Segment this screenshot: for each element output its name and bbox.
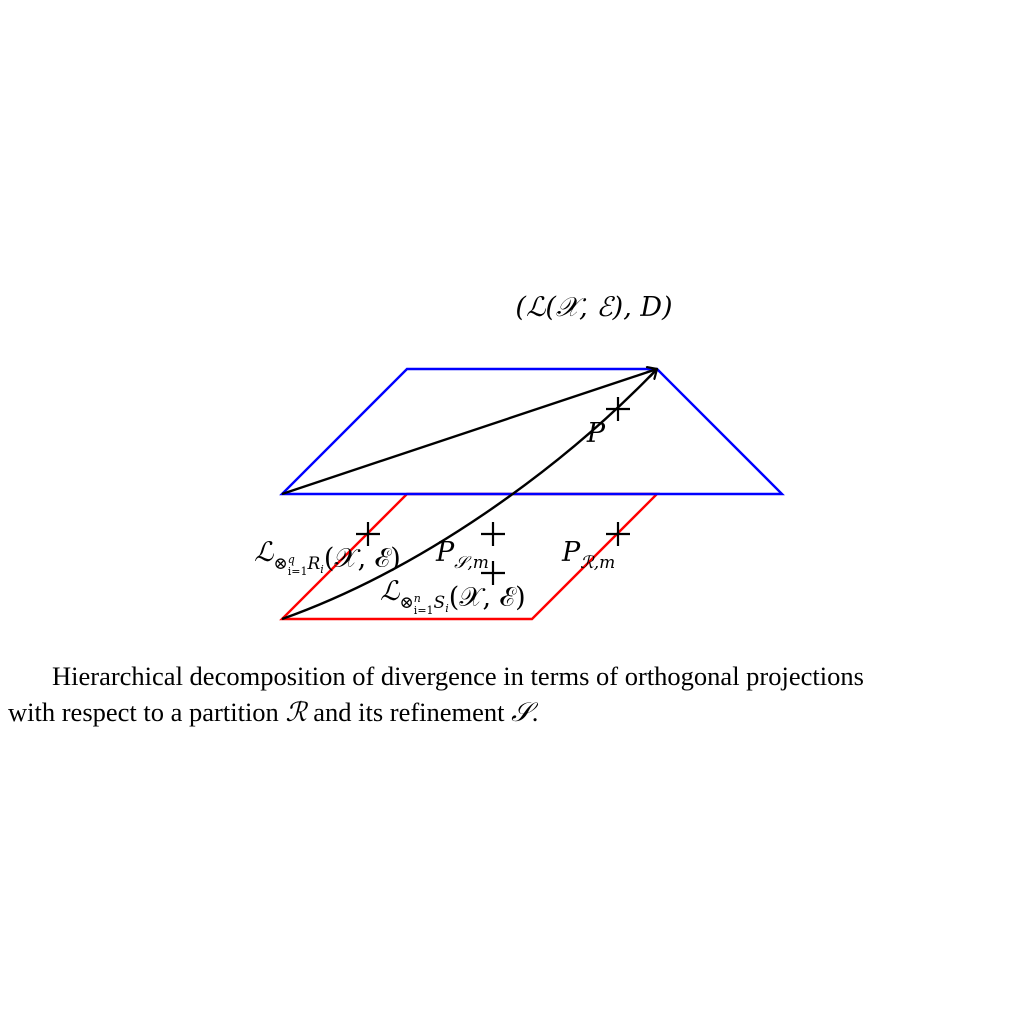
caption-line-2-b: and its refinement bbox=[306, 697, 512, 727]
P-label: P bbox=[586, 418, 606, 449]
L-S-sup: n bbox=[414, 592, 421, 605]
P-R-m-label: Pℛ,m bbox=[561, 537, 615, 573]
P-S-m-base: P bbox=[435, 537, 455, 568]
L-S-S: S bbox=[434, 593, 446, 613]
L-S-otimes: ⊗ bbox=[399, 593, 413, 613]
L-R-otimes: ⊗ bbox=[273, 554, 287, 574]
curved-arrow bbox=[281, 369, 657, 621]
L-S-base: ℒ bbox=[380, 576, 400, 607]
point-markers bbox=[356, 397, 630, 585]
plus-marker-P bbox=[606, 397, 630, 421]
plus-marker-L-R bbox=[356, 522, 380, 546]
straight-arrow bbox=[281, 369, 657, 496]
caption-refinement-S: 𝒮 bbox=[511, 697, 532, 728]
P-S-m-sub: 𝒮,m bbox=[454, 553, 489, 573]
L-S-i: i bbox=[445, 602, 449, 615]
space-label: (ℒ(𝒳, ℰ), D) bbox=[515, 292, 672, 323]
plus-marker-P-S-m bbox=[481, 522, 505, 546]
upper-plane-blue bbox=[279, 367, 785, 496]
caption-line-1-text: Hierarchical decomposition of divergence… bbox=[52, 661, 864, 691]
L-R-arg: (𝒳, ℰ) bbox=[324, 543, 401, 574]
plus-marker-L-S bbox=[481, 561, 505, 585]
caption-line-1: Hierarchical decomposition of divergence… bbox=[8, 658, 1024, 694]
caption-line-2: with respect to a partition ℛ and its re… bbox=[8, 694, 1024, 731]
L-R-base: ℒ bbox=[254, 537, 274, 568]
P-S-m-label: P𝒮,m bbox=[435, 537, 489, 573]
plus-marker-P-R-m bbox=[606, 522, 630, 546]
L-R-R: R bbox=[306, 554, 320, 574]
L-R-i: i bbox=[320, 563, 324, 576]
figure-caption: Hierarchical decomposition of divergence… bbox=[8, 658, 1024, 731]
P-R-m-base: P bbox=[561, 537, 581, 568]
P-R-m-sub: ℛ,m bbox=[580, 553, 615, 573]
L-S-arg: (𝒳, ℰ) bbox=[449, 582, 526, 613]
L-R-sup: q bbox=[288, 553, 295, 566]
caption-partition-R: ℛ bbox=[285, 697, 307, 728]
L-R-range: i=1 bbox=[288, 565, 308, 578]
L-S-range: i=1 bbox=[414, 604, 434, 617]
caption-line-2-a: with respect to a partition bbox=[8, 697, 286, 727]
caption-line-2-c: . bbox=[531, 697, 539, 727]
